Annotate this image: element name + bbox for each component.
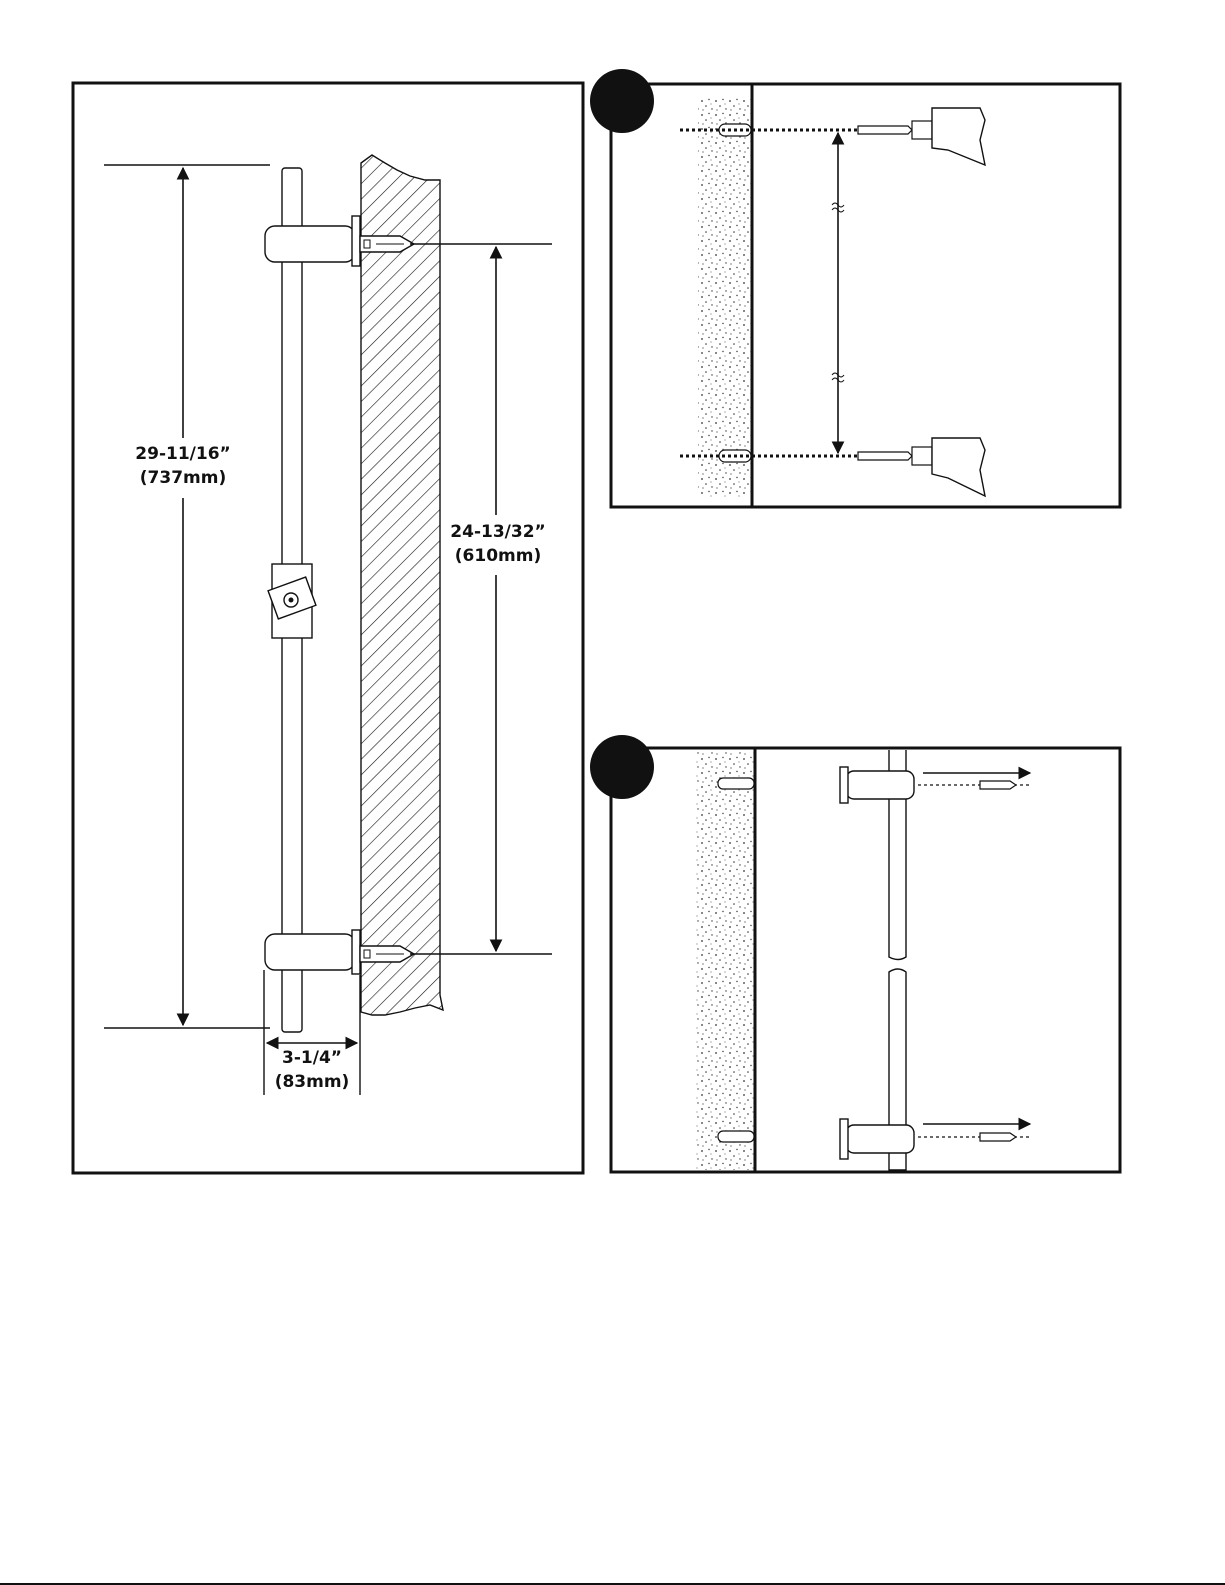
dimension-panel: 29-11/16” (737mm) 24-13/32” (610mm) 3-1/… <box>73 83 583 1173</box>
wall-section <box>696 752 754 1170</box>
total-length-imperial: 29-11/16” <box>135 444 230 464</box>
step-badge-icon <box>590 69 654 133</box>
center-to-center-imperial: 24-13/32” <box>450 522 545 542</box>
projection-metric: (83mm) <box>275 1072 350 1092</box>
mounting-panel <box>590 735 1120 1172</box>
step-badge-icon <box>590 735 654 799</box>
center-to-center-metric: (610mm) <box>455 546 541 566</box>
drilling-panel <box>590 69 1120 507</box>
wall-section <box>698 97 751 497</box>
total-length-metric: (737mm) <box>140 468 226 488</box>
projection-imperial: 3-1/4” <box>282 1048 342 1068</box>
wall-section <box>361 155 443 1015</box>
